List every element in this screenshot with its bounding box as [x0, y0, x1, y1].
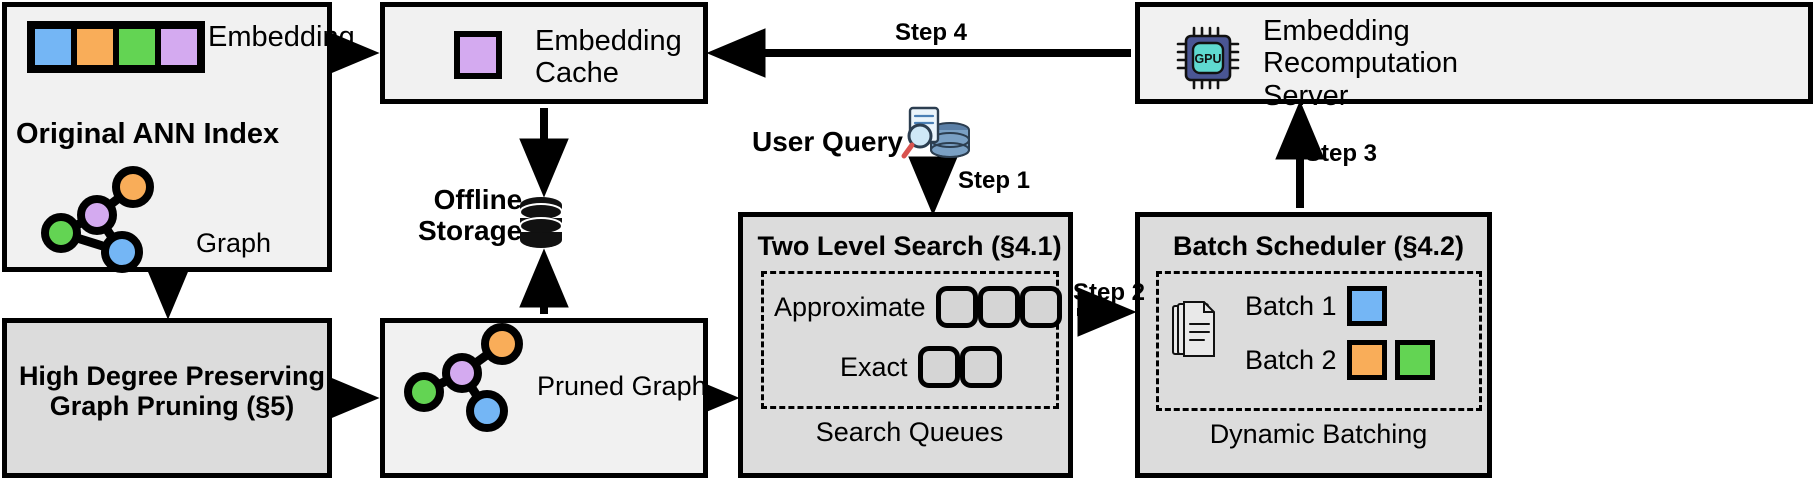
embedding-label: Embedding: [208, 21, 355, 53]
queue-slots-approximate: [935, 286, 1062, 328]
dynamic-batching-caption: Dynamic Batching: [1209, 419, 1428, 449]
queue-label-approximate: Approximate: [774, 291, 926, 322]
embedding-cache-panel: Embedding Cache: [380, 2, 708, 104]
batch-swatches-2: [1346, 340, 1435, 380]
batch-row-2: Batch 2: [1245, 340, 1435, 380]
queue-slot[interactable]: [1019, 286, 1062, 328]
two-level-search-title: Two Level Search (§4.1): [757, 231, 1062, 261]
two-level-search-panel: Two Level Search (§4.1) Approximate Exac…: [738, 212, 1073, 478]
embedding-cell-blue: [32, 26, 74, 68]
pruned-graph-panel: Pruned Graph: [380, 318, 708, 478]
queue-row-approximate: Approximate: [774, 286, 1062, 328]
database-cylinder-icon: [519, 197, 563, 248]
queue-slot[interactable]: [935, 286, 978, 328]
embedding-recomputation-server-panel: GPU Embedding Recomputation Server: [1135, 2, 1813, 112]
embedding-vector-strip: [27, 21, 205, 73]
batch-swatches-1: [1346, 286, 1387, 326]
batch-scheduler-title: Batch Scheduler (§4.2): [1172, 231, 1465, 261]
user-query-label: User Query: [752, 126, 903, 157]
dynamic-batching-group: Batch 1 Batch 2: [1156, 271, 1482, 411]
pruned-graph-label: Pruned Graph: [537, 371, 707, 401]
batch-label-2: Batch 2: [1245, 344, 1337, 375]
ann-index-title: Original ANN Index: [16, 118, 280, 150]
queue-slot[interactable]: [977, 286, 1020, 328]
embedding-cell-purple: [158, 26, 200, 68]
graph-label: Graph: [196, 228, 272, 258]
gpu-icon-text: GPU: [1194, 52, 1221, 66]
graph-pruning-panel: High Degree Preserving Graph Pruning (§5…: [2, 318, 332, 478]
queue-slots-exact: [917, 346, 1002, 388]
embedding-chip-icon: [454, 31, 502, 79]
batch-row-1: Batch 1: [1245, 286, 1387, 326]
queue-row-exact: Exact: [840, 346, 1002, 388]
documents-stack-icon: [1172, 301, 1215, 357]
batch-swatch-orange: [1346, 340, 1387, 380]
embedding-cell-green: [116, 26, 158, 68]
batch-swatch-blue: [1346, 286, 1387, 326]
query-search-database-icon: [901, 106, 970, 159]
step-3-label: Step 3: [1305, 140, 1378, 167]
batch-label-1: Batch 1: [1245, 290, 1337, 321]
step-2-label: Step 2: [1073, 279, 1146, 306]
step-1-label: Step 1: [958, 167, 1031, 194]
offline-storage-label: Offline Storage: [418, 184, 523, 247]
graph-pruning-label: High Degree Preserving Graph Pruning (§5…: [18, 361, 326, 422]
embedding-cell-orange: [74, 26, 116, 68]
search-queues-group: Approximate Exact: [761, 271, 1062, 409]
batch-swatch-green: [1394, 340, 1435, 380]
batch-scheduler-panel: Batch Scheduler (§4.2) Batch 1: [1135, 212, 1492, 478]
search-queues-caption: Search Queues: [815, 417, 1004, 447]
step-4-label: Step 4: [895, 19, 968, 46]
recomputation-server-label: Embedding Recomputation Server: [1263, 15, 1459, 112]
queue-slot[interactable]: [959, 346, 1002, 388]
queue-slot[interactable]: [917, 346, 960, 388]
embedding-cache-label: Embedding Cache: [535, 25, 682, 90]
queue-label-exact: Exact: [840, 351, 908, 382]
original-ann-index-panel: [2, 2, 332, 272]
gpu-icon: GPU: [1176, 26, 1240, 90]
